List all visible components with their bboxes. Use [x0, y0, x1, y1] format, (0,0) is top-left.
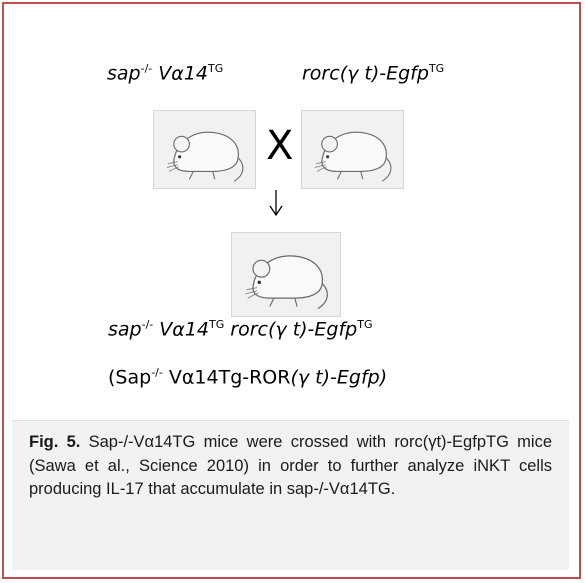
down-arrow-icon	[268, 188, 284, 222]
mouse-icon	[314, 131, 392, 182]
figure-frame	[2, 2, 581, 579]
parent1-label-mid: Vα14	[152, 62, 209, 85]
parent1-genotype-label: sap-/- Vα14TG	[107, 62, 223, 84]
offspring-name-label: (Sap-/- Vα14Tg-ROR(γ t)-Egfp)	[108, 366, 387, 388]
offspring-name-open: (Sap	[108, 366, 152, 389]
offspring-genotype-label: sap-/- Vα14TG rorc(γ t)-EgfpTG	[108, 318, 372, 340]
parent2-mouse-image	[301, 110, 404, 189]
cross-symbol: X	[266, 123, 294, 169]
figure-caption: Fig. 5. Sap-/-Vα14TG mice were crossed w…	[12, 420, 569, 570]
offspring-label-sup1: -/-	[141, 318, 154, 331]
mouse-icon	[166, 131, 244, 182]
offspring-name-mid: Vα14Tg-ROR	[162, 366, 291, 389]
offspring-label-sup3: TG	[357, 318, 373, 331]
offspring-name-sup1: -/-	[151, 366, 163, 379]
parent2-label-base: rorc(γ t)-Egfp	[302, 62, 429, 85]
figure-caption-label: Fig. 5.	[29, 433, 81, 451]
parent2-genotype-label: rorc(γ t)-EgfpTG	[302, 62, 444, 84]
parent2-label-sup: TG	[428, 62, 445, 75]
parent1-label-sup1: -/-	[140, 62, 153, 75]
parent1-label-sup2: TG	[208, 62, 224, 75]
mouse-icon	[245, 255, 328, 310]
offspring-label-sup2: TG	[209, 318, 225, 331]
parent1-label-base: sap	[107, 62, 141, 85]
parent1-mouse-image	[153, 110, 256, 189]
offspring-label-mid: Vα14	[153, 318, 210, 341]
figure-caption-text: Sap-/-Vα14TG mice were crossed with rorc…	[29, 433, 552, 498]
offspring-label-base2: rorc(γ t)-Egfp	[224, 318, 358, 341]
offspring-mouse-image	[231, 232, 341, 317]
offspring-name-italic: (γ t)-Egfp)	[290, 366, 388, 389]
offspring-label-base1: sap	[108, 318, 142, 341]
